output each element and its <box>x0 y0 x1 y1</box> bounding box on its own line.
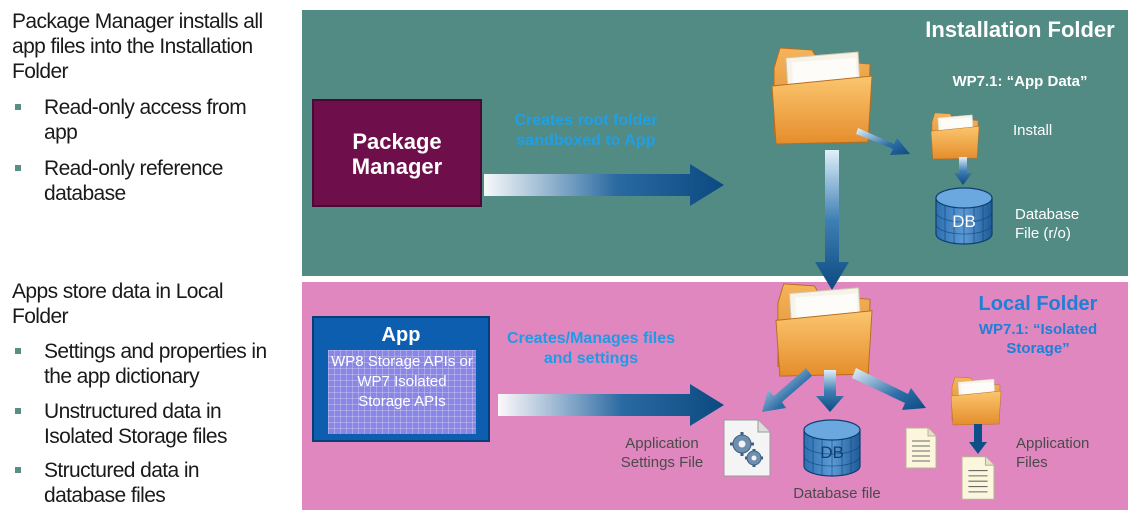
section1-heading: Package Manager installs all app files i… <box>12 10 263 83</box>
arrow-to-app-files <box>852 368 926 410</box>
arrow-to-local-files <box>498 384 724 426</box>
installation-folder-title: Installation Folder <box>925 17 1115 42</box>
app-box: App WP8 Storage APIs or WP7 Isolated Sto… <box>312 316 490 442</box>
section2-heading: Apps store data in Local Folder <box>12 280 224 328</box>
arrow-to-settings-file <box>762 368 812 412</box>
install-label: Install <box>1013 122 1053 139</box>
bullet-readonly-db: Read-only reference database <box>44 157 223 205</box>
bullet-marker <box>15 467 21 473</box>
arrow-down-to-files <box>969 424 987 454</box>
application-files-label: Application Files <box>1016 435 1090 471</box>
application-settings-label: Application Settings File <box>620 435 704 471</box>
package-manager-label: Package Manager <box>351 129 443 179</box>
text-document-icon <box>961 456 995 500</box>
bullet-marker <box>15 165 21 171</box>
storage-apis-box: WP8 Storage APIs or WP7 Isolated Storage… <box>328 350 476 434</box>
bullet-structured: Structured data in database files <box>44 459 200 507</box>
bullet-marker <box>15 408 21 414</box>
local-folder-subtitle: WP7.1: “Isolated Storage” <box>978 321 1098 357</box>
bullet-unstructured: Unstructured data in Isolated Storage fi… <box>44 400 228 448</box>
arrow-to-install-folder <box>484 164 724 206</box>
bullet-marker <box>15 104 21 110</box>
database-file-label: Database file <box>793 485 881 502</box>
arrow-to-database-file <box>816 370 844 412</box>
db-label: DB <box>952 212 976 231</box>
text-document-icon <box>905 427 937 469</box>
bullet-marker <box>15 348 21 354</box>
arrow-to-db <box>954 157 972 185</box>
arrow-to-install <box>856 128 910 155</box>
bullet-settings: Settings and properties in the app dicti… <box>44 340 267 388</box>
folder-icon <box>950 376 1002 426</box>
gear-document-icon <box>723 419 771 477</box>
package-manager-box: Package Manager <box>312 99 482 207</box>
arrow-to-local-folder <box>815 150 849 290</box>
database-file-ro-label: Database File (r/o) <box>1015 206 1080 242</box>
installation-folder-subtitle: WP7.1: “App Data” <box>952 73 1088 90</box>
db-bottom-label: DB <box>820 443 844 462</box>
folder-icon <box>775 283 873 377</box>
storage-apis-label: WP8 Storage APIs or WP7 Isolated Storage… <box>331 353 473 410</box>
app-title: App <box>381 324 421 346</box>
local-folder-title: Local Folder <box>978 293 1098 315</box>
creates-root-label: Creates root folder sandboxed to App <box>514 112 658 149</box>
folder-icon <box>930 112 980 160</box>
bullet-readonly-access: Read-only access from app <box>44 96 247 144</box>
creates-manages-label: Creates/Manages files and settings <box>506 330 676 367</box>
